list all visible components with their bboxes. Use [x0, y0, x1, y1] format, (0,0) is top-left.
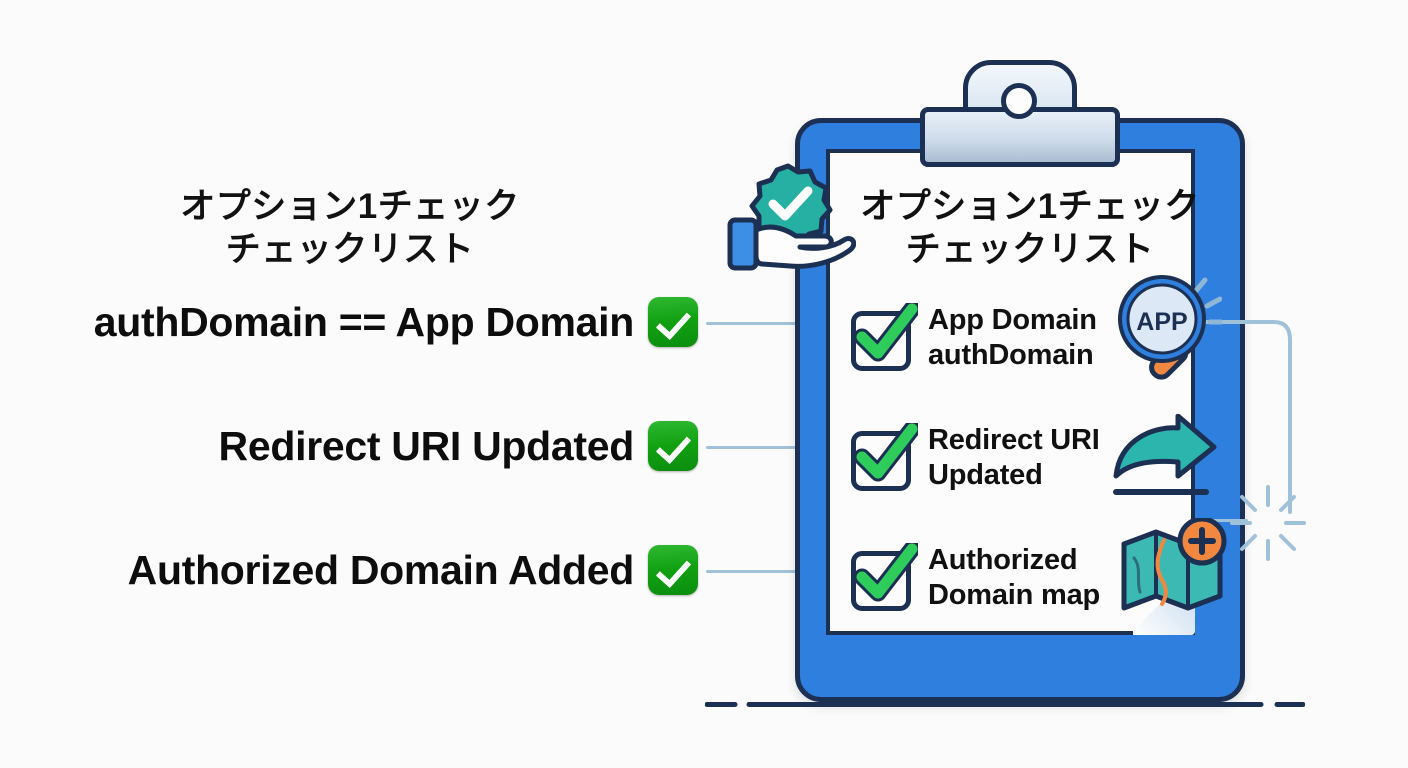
left-panel-title: オプション1チェック チェックリスト — [0, 186, 700, 271]
left-list-item: authDomain == App Domain — [94, 291, 698, 353]
clipboard-title-line-2: チェックリスト — [905, 229, 1155, 269]
magnifier-icon: APP — [1118, 275, 1222, 380]
checklist-item-label: App Domain authDomain — [928, 303, 1097, 374]
connector-line-icon — [706, 322, 810, 325]
left-list-item: Authorized Domain Added — [128, 539, 698, 601]
checkbox-checked-icon[interactable] — [848, 303, 918, 373]
checkbox-outline — [851, 311, 911, 371]
connector-line-icon — [1200, 519, 1248, 522]
left-item-label: Redirect URI Updated — [218, 422, 635, 469]
green-check-mark — [856, 303, 918, 362]
checkbox-outline — [851, 431, 911, 491]
checklist-item: App Domain authDomain — [848, 290, 1238, 386]
checklist-item-label: Redirect URI Updated — [928, 423, 1100, 494]
left-list-item: Redirect URI Updated — [219, 415, 698, 477]
checklist-item: Authorized Domain map — [848, 530, 1238, 626]
connector-line-icon — [706, 446, 810, 449]
checklist-label-line-2: authDomain — [928, 339, 1094, 371]
checklist-label-line-2: Updated — [928, 459, 1043, 491]
clipboard-title: オプション1チェック チェックリスト — [840, 186, 1220, 271]
left-title-line-2: チェックリスト — [225, 229, 475, 269]
map-plus-icon — [1121, 518, 1227, 611]
sparkle-burst-icon — [1230, 485, 1306, 561]
checklist-label-line-1: Authorized — [928, 543, 1078, 576]
connector-line-icon — [706, 570, 810, 573]
left-summary-panel: オプション1チェック チェックリスト authDomain == App Dom… — [0, 0, 710, 768]
checklist-label-line-1: Redirect URI — [928, 423, 1100, 456]
hand-holding-verified-badge-icon — [727, 163, 856, 271]
magnifier-app-label: APP — [1136, 308, 1187, 336]
clipboard-title-line-1: オプション1チェック — [860, 187, 1200, 226]
redirect-arrow-icon — [1113, 414, 1217, 495]
left-item-label: authDomain == App Domain — [93, 298, 635, 345]
left-item-label: Authorized Domain Added — [127, 546, 635, 593]
left-title-line-1: オプション1チェック — [180, 187, 520, 226]
green-check-mark — [856, 423, 918, 482]
connector-line-icon — [1190, 320, 1292, 514]
clipboard-clip-hole-icon — [1001, 83, 1037, 119]
checklist-label-line-2: Domain map — [928, 579, 1101, 611]
green-check-emoji-icon — [648, 421, 698, 471]
green-check-mark — [856, 543, 918, 602]
ground-shadow-line-icon — [705, 702, 1305, 707]
checkbox-outline — [851, 551, 911, 611]
green-check-emoji-icon — [648, 297, 698, 347]
green-check-emoji-icon — [648, 545, 698, 595]
checklist-item: Redirect URI Updated — [848, 410, 1238, 506]
checklist-label-line-1: App Domain — [928, 303, 1097, 336]
checkbox-checked-icon[interactable] — [848, 423, 918, 493]
checkbox-checked-icon[interactable] — [848, 543, 918, 613]
checklist-item-label: Authorized Domain map — [928, 543, 1100, 614]
